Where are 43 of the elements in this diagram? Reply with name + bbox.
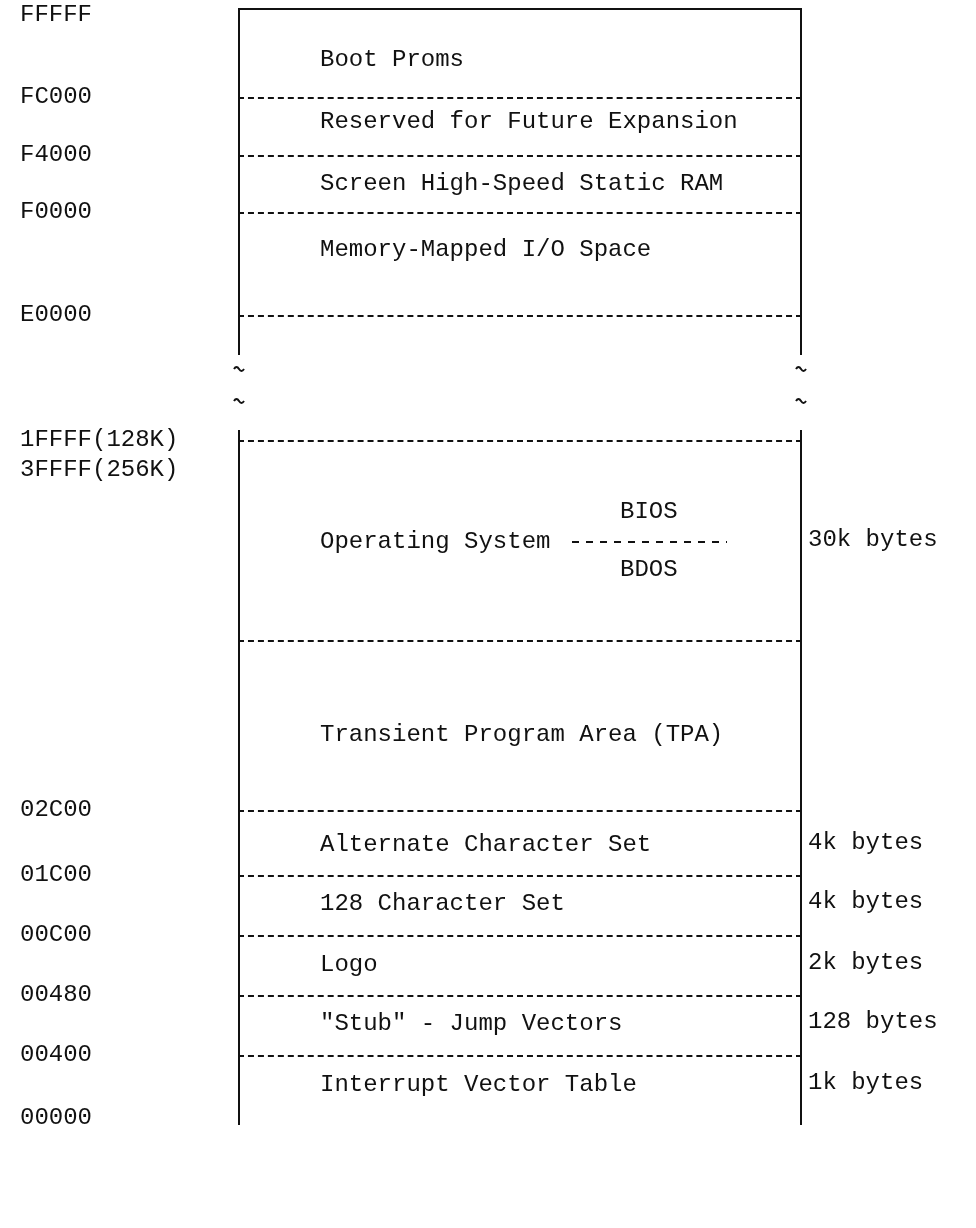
- memory-region: [238, 1055, 802, 1125]
- address-label: 02C00: [20, 796, 92, 824]
- region-label: BIOS: [620, 498, 678, 526]
- memory-region: [238, 155, 802, 212]
- region-label: Interrupt Vector Table: [320, 1071, 637, 1099]
- memory-region: [238, 640, 802, 810]
- memory-region: [238, 935, 802, 995]
- address-label: 00000: [20, 1104, 92, 1132]
- address-label: 01C00: [20, 861, 92, 889]
- region-label: Boot Proms: [320, 46, 465, 74]
- address-label: 00480: [20, 981, 92, 1009]
- region-label: 128 Character Set: [320, 890, 565, 918]
- memory-region: [238, 875, 802, 935]
- address-label: F0000: [20, 198, 92, 226]
- memory-region: [238, 212, 802, 315]
- region-label: Transient Program Area (TPA): [320, 721, 724, 749]
- memory-region: [238, 8, 802, 97]
- size-label: 30k bytes: [808, 526, 938, 554]
- address-label: 1FFFF(128K): [20, 426, 179, 454]
- address-label: 00C00: [20, 921, 92, 949]
- address-label: E0000: [20, 301, 92, 329]
- size-label: 4k bytes: [808, 888, 924, 916]
- address-label: 3FFFF(256K): [20, 456, 179, 484]
- address-label: FC000: [20, 83, 92, 111]
- address-label: 00400: [20, 1041, 92, 1069]
- memory-region: [238, 810, 802, 875]
- size-label: 1k bytes: [808, 1069, 924, 1097]
- region-label: Logo: [320, 951, 378, 979]
- region-label: Reserved for Future Expansion: [320, 108, 738, 136]
- memory-region: [238, 995, 802, 1055]
- region-label: "Stub" - Jump Vectors: [320, 1010, 623, 1038]
- memory-region: [238, 97, 802, 155]
- address-label: FFFFF: [20, 1, 92, 29]
- region-label: Operating System: [320, 528, 551, 556]
- address-label: F4000: [20, 141, 92, 169]
- size-label: 2k bytes: [808, 949, 924, 977]
- size-label: 128 bytes: [808, 1008, 938, 1036]
- region-label: BDOS: [620, 556, 678, 584]
- region-label: Memory-Mapped I/O Space: [320, 236, 652, 264]
- region-label: Screen High-Speed Static RAM: [320, 170, 724, 198]
- size-label: 4k bytes: [808, 829, 924, 857]
- region-label: Alternate Character Set: [320, 831, 652, 859]
- memory-region: [238, 440, 802, 640]
